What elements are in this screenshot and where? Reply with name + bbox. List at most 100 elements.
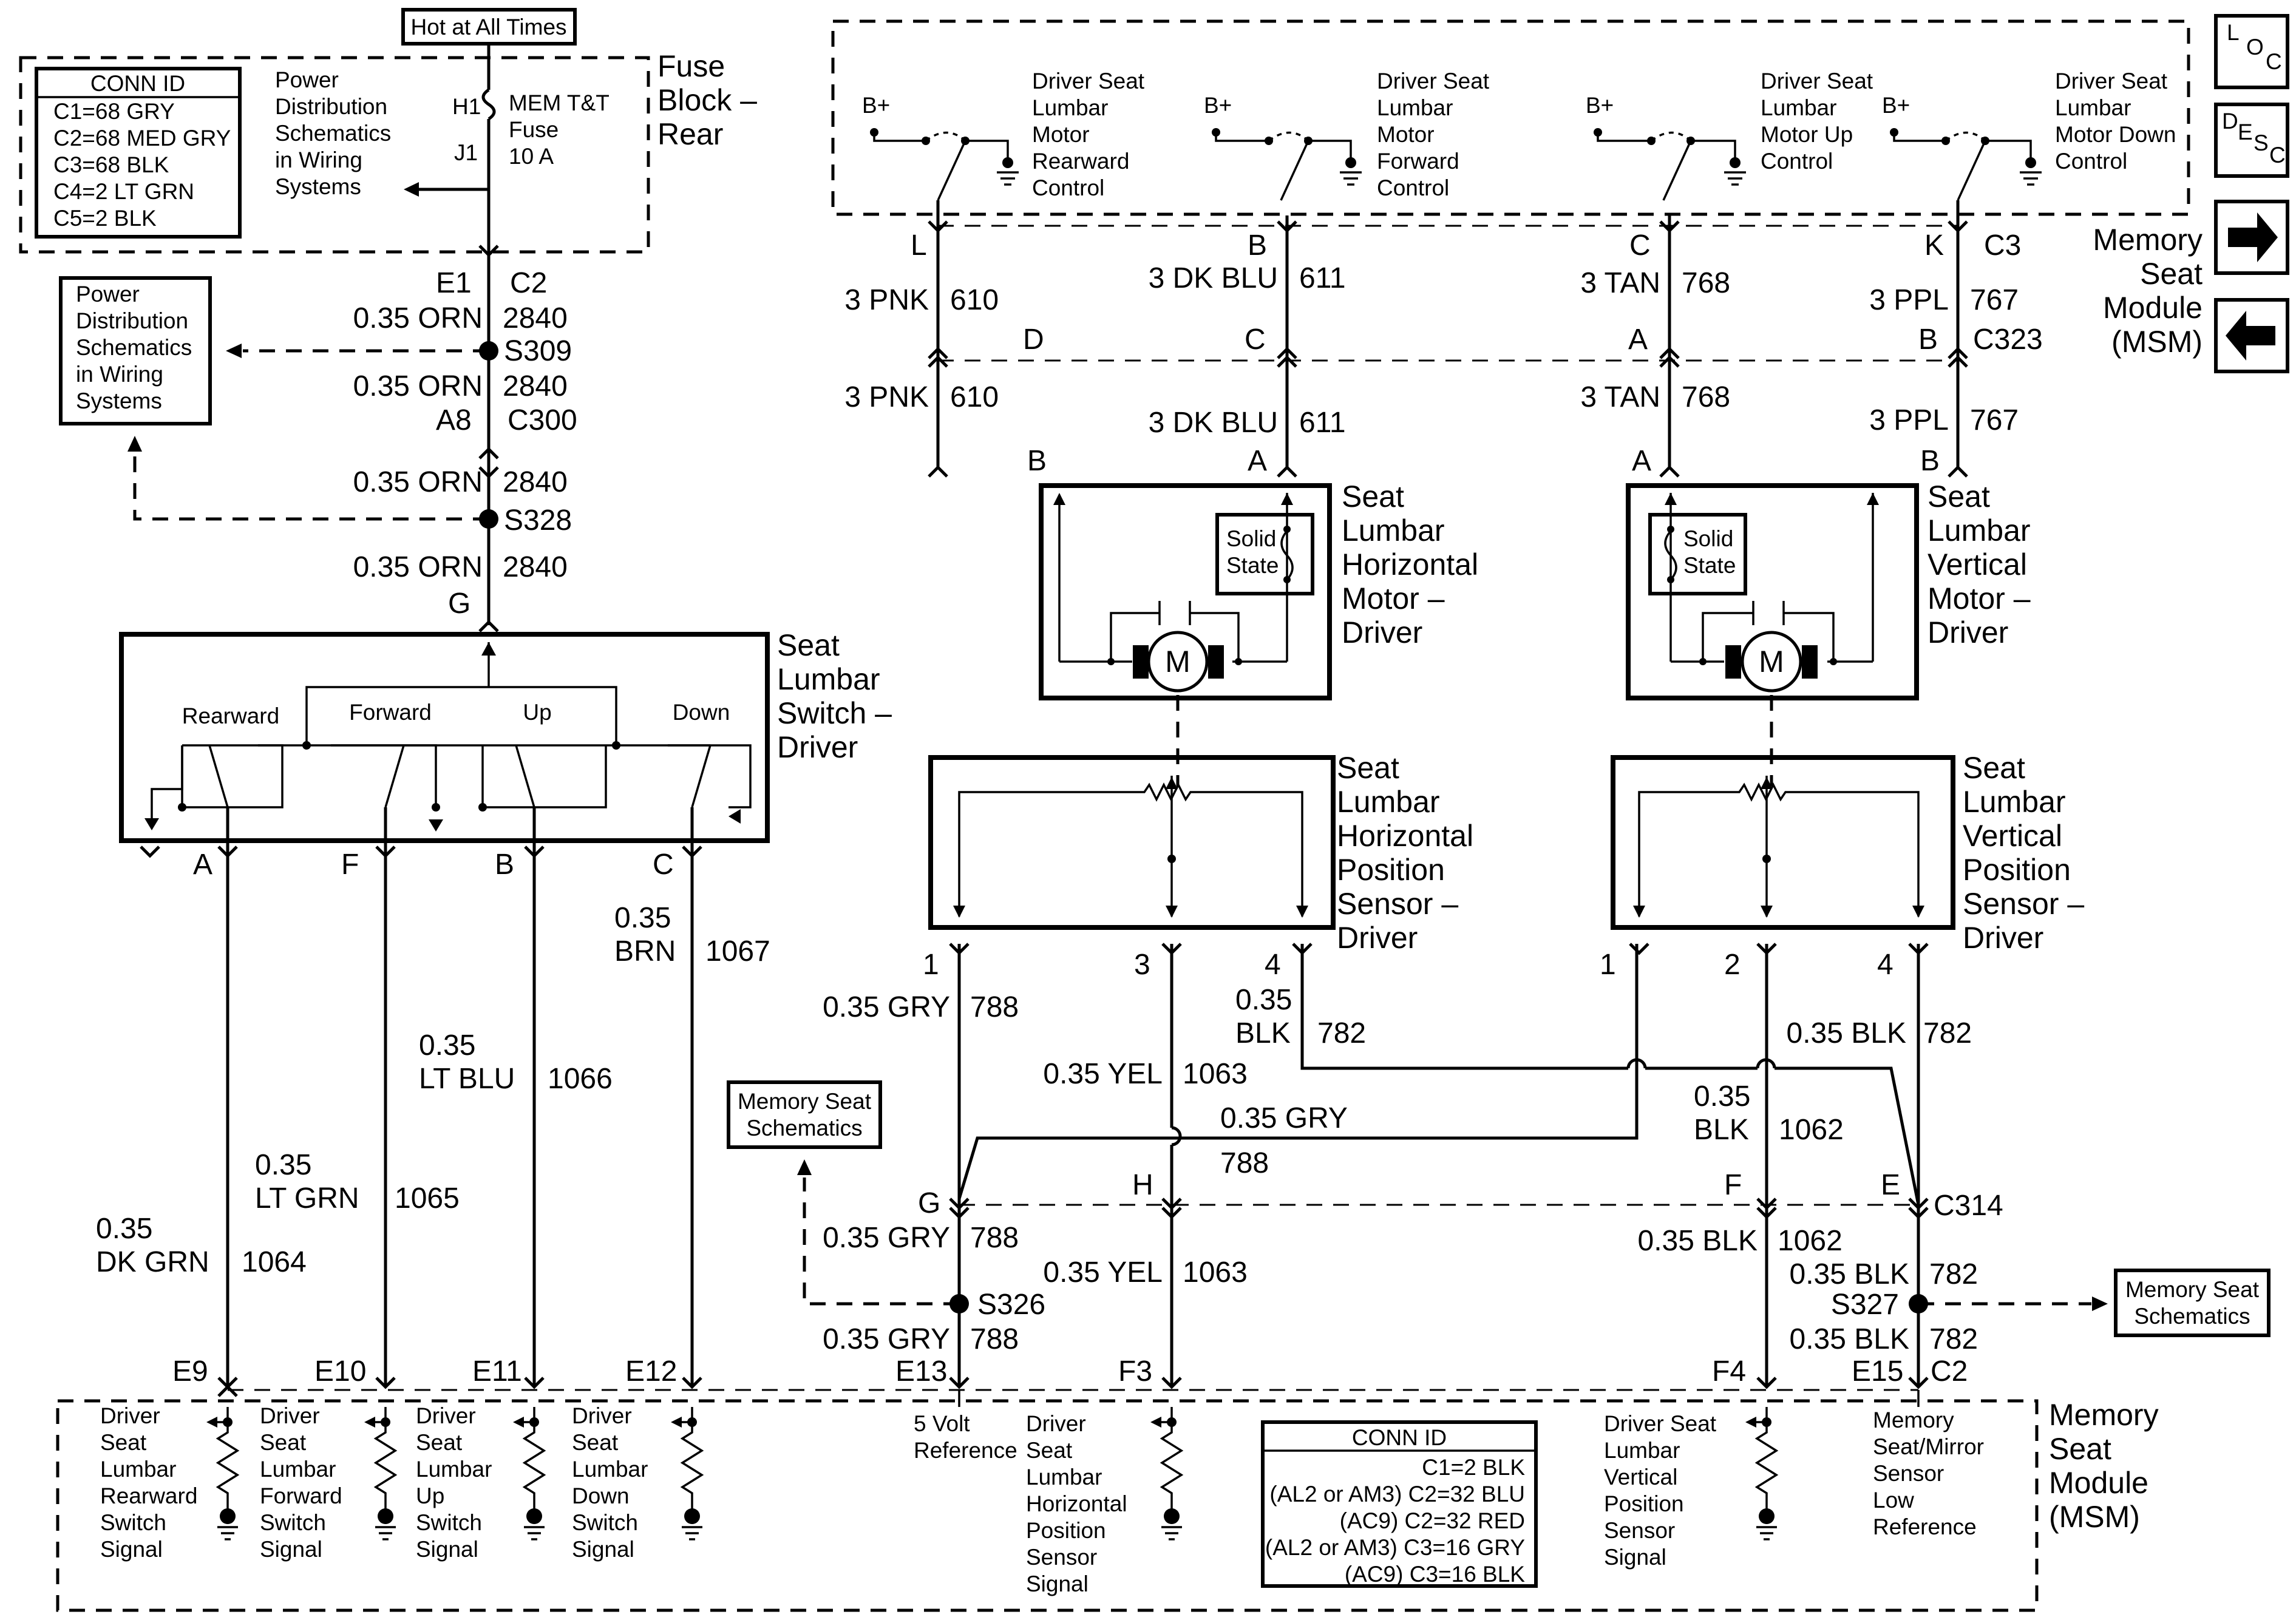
switch-title-4: Driver (777, 730, 858, 764)
power-box-2: Distribution (76, 308, 188, 333)
sensor-h-pin-1: 1 (923, 949, 939, 981)
fuse-h1: H1 (452, 94, 481, 119)
feed-wire-c: 0.35 ORN (353, 466, 483, 498)
next-arrow-icon[interactable] (2214, 200, 2289, 275)
wire-611-circuit-2: 611 (1299, 407, 1346, 439)
sensor-h-title-3: Horizontal (1337, 819, 1473, 853)
memory-seat-schematics-left: Memory Seat Schematics (727, 1080, 882, 1149)
switch-title-2: Lumbar (777, 662, 880, 696)
feed-c2: C2 (510, 267, 547, 299)
c323-pin-a: A (1628, 324, 1648, 356)
control-4-line-4: Control (2055, 149, 2127, 174)
wire-1067-circuit: 1067 (705, 935, 770, 968)
switch-label-forward: Forward (349, 700, 432, 725)
low-ref-5: Reference (1873, 1514, 1977, 1539)
desc-icon[interactable]: D E S C (2214, 103, 2289, 178)
control-3-line-2: Lumbar (1761, 95, 1836, 120)
wire-1063-circuit: 1063 (1183, 1058, 1248, 1090)
c314-yel: 0.35 YEL (1043, 1256, 1163, 1289)
desc-icon-d: D (2222, 109, 2238, 134)
sensor-v-title-4: Position (1963, 853, 2071, 887)
arrow-up-icon (127, 436, 142, 452)
c323-pin-b: B (1918, 324, 1938, 356)
c314-782: 782 (1929, 1258, 1978, 1290)
motor-h-pin-b: B (1027, 445, 1047, 477)
motor-h-m: M (1165, 645, 1190, 679)
msm-bottom-module: Memory Seat Module (MSM) E9 E10 E11 E12 … (56, 1355, 2159, 1612)
sig-down-5: Switch (572, 1510, 638, 1535)
conn-id-bottom-1: C1=2 BLK (1422, 1455, 1525, 1480)
fuse-name-2: Fuse (509, 117, 559, 142)
fuse-power-5: Systems (275, 174, 361, 199)
fuse-power-1: Power (275, 67, 339, 92)
feed-wire-b: 0.35 ORN (353, 370, 483, 402)
wire-1062-size: 0.35 (1694, 1080, 1750, 1113)
wire-782-circuit: 782 (1317, 1017, 1366, 1049)
wire-782-right-circuit: 782 (1923, 1017, 1972, 1049)
sensor-h-pin-3: 3 (1134, 949, 1150, 981)
control-2-line-5: Control (1377, 175, 1449, 200)
msm-pin-b: B (1248, 229, 1267, 262)
wire-767-label: 3 PPL (1869, 284, 1949, 316)
low-ref-2: Seat/Mirror (1873, 1434, 1984, 1459)
sig-up-1: Driver (416, 1403, 476, 1428)
wire-768-label: 3 TAN (1580, 267, 1660, 299)
conn-id-left-1: C1=68 GRY (53, 99, 175, 124)
arrow-right-icon (2092, 1296, 2108, 1311)
previous-arrow-icon[interactable] (2214, 298, 2289, 373)
msm-top-module: Memory Seat Module (MSM) B+ Driver Seat … (831, 19, 2203, 359)
vert-signal-2: Lumbar (1604, 1438, 1680, 1463)
conn-id-left-4: C4=2 LT GRN (53, 179, 194, 204)
sig-fwd-1: Driver (260, 1403, 320, 1428)
conn-id-left-5: C5=2 BLK (53, 206, 157, 231)
msm-c3: C3 (1984, 229, 2021, 262)
msm-top-title-3: Module (2103, 291, 2203, 325)
memory-seat-right-2: Schematics (2134, 1304, 2250, 1329)
vert-signal-3: Vertical (1604, 1465, 1677, 1490)
fuse-block: Hot at All Times Fuse Block – Rear H1 J1… (19, 8, 757, 254)
wire-768-circuit-2: 768 (1682, 381, 1730, 413)
bplus-1: B+ (862, 93, 890, 118)
hot-at-all-times-label: Hot at All Times (410, 15, 566, 39)
motor-h-state: State (1226, 553, 1279, 578)
feed-circuit-b: 2840 (503, 370, 568, 402)
sig-down-1: Driver (572, 1403, 632, 1428)
low-ref-4: Low (1873, 1488, 1914, 1513)
msm-pin-e9: E9 (172, 1355, 208, 1388)
sig-rear-6: Signal (100, 1537, 163, 1562)
sensor-h-title-5: Sensor – (1337, 887, 1458, 921)
msm-bottom-title-3: Module (2049, 1466, 2148, 1500)
sensor-h-title-1: Seat (1337, 751, 1399, 785)
five-volt-1: 5 Volt (914, 1411, 970, 1436)
horizontal-motor: Seat Lumbar Horizontal Motor – Driver So… (1039, 480, 1478, 786)
motor-v-pin-a: A (1632, 445, 1651, 477)
motor-h-symbol (1147, 631, 1209, 693)
fuse-block-title-3: Rear (657, 117, 723, 151)
motor-v-title-5: Driver (1927, 615, 2008, 649)
motor-v-title-4: Motor – (1927, 581, 2031, 615)
msm-pin-c2: C2 (1931, 1355, 1968, 1388)
sig-down-4: Down (572, 1483, 630, 1508)
sensor-v-pin-4: 4 (1877, 949, 1894, 981)
loc-icon[interactable]: L O C (2214, 14, 2289, 89)
feed-circuit-d: 2840 (503, 551, 568, 583)
wire-1064-size: 0.35 (96, 1213, 152, 1245)
wire-788-cross-circuit: 788 (1220, 1147, 1269, 1179)
c314-pin-g: G (918, 1187, 940, 1219)
sensor-h-title-4: Position (1337, 853, 1445, 887)
power-box-3: Schematics (76, 335, 192, 360)
control-3-line-1: Driver Seat (1761, 69, 1873, 93)
control-4-line-1: Driver Seat (2055, 69, 2168, 93)
control-1-line-1: Driver Seat (1032, 69, 1145, 93)
sig-fwd-5: Switch (260, 1510, 326, 1535)
msm-pin-e10: E10 (314, 1355, 366, 1388)
c314-blk782: 0.35 BLK (1790, 1258, 1909, 1290)
conn-id-bottom: CONN ID C1=2 BLK (AL2 or AM3) C2=32 BLU … (1261, 1420, 1538, 1588)
msm-bottom-title-2: Seat (2049, 1432, 2111, 1466)
fuse-symbol (481, 88, 496, 121)
arrow-up-icon (797, 1159, 812, 1175)
sensor-wiring: 1 3 4 1 2 4 0.35 GRY 788 0.35 YEL 1063 0… (797, 943, 2108, 1387)
msm-pin-e15: E15 (1852, 1355, 1903, 1388)
feed-a8: A8 (436, 404, 472, 436)
